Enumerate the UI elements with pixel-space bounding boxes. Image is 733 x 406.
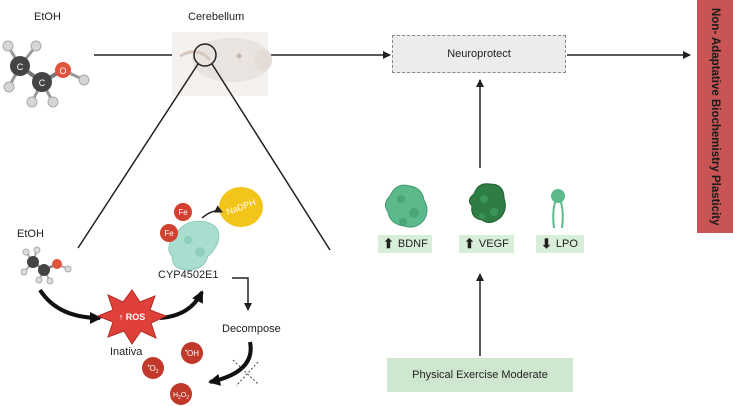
etoh-label-small: EtOH	[17, 228, 44, 240]
h2o2-o: O	[181, 392, 187, 399]
hydrogen-peroxide	[170, 383, 192, 405]
lpo-down-arrow-icon: ⬇	[541, 236, 552, 251]
blocked-mark-a	[232, 359, 259, 385]
rat-illustration	[172, 32, 272, 96]
arrow-ros-to-cyp	[159, 290, 204, 320]
ros-label: ↑ ROS	[119, 312, 146, 322]
fe-label-2: Fe	[164, 229, 174, 238]
neuroprotect-box: Neuroprotect	[392, 35, 566, 73]
arrow-etoh-to-ros	[38, 288, 102, 324]
bdnf-tag: ⬆ BDNF	[378, 235, 432, 253]
h2o2-label: H2O2	[173, 392, 189, 401]
ros-text: ROS	[126, 312, 146, 322]
ethanol-molecule-large	[2, 40, 90, 108]
arrow-cyp-to-nadph	[201, 205, 223, 219]
vegf-up-arrow-icon: ⬆	[464, 236, 475, 251]
atom-o-label: O	[59, 66, 66, 76]
fe-atom-2	[160, 224, 178, 242]
superoxide-sub: 2	[156, 369, 159, 375]
h2o2-h: H	[173, 392, 178, 399]
lpo-tag: ⬇ LPO	[536, 235, 584, 253]
zoom-line-right	[211, 63, 331, 251]
cyp-label: CYP4502E1	[158, 269, 219, 281]
superoxide-radical	[142, 357, 164, 379]
vegf-label: VEGF	[478, 238, 509, 250]
arrow-cyp-to-decompose	[232, 277, 252, 311]
vegf-tag: ⬆ VEGF	[459, 235, 514, 253]
ethanol-molecule-small	[20, 246, 72, 285]
fe-label-1: Fe	[178, 208, 188, 217]
ros-burst	[96, 289, 168, 345]
plasticity-banner: Non- Adaptative Biochemistry Plasticity	[697, 0, 733, 233]
nadph-molecule	[219, 187, 263, 227]
hydroxyl-label: •OH	[185, 349, 199, 358]
atom-c2-label: C	[39, 78, 46, 88]
plasticity-banner-text: Non- Adaptative Biochemistry Plasticity	[709, 7, 721, 226]
arrow-decompose-to-h2o2	[208, 341, 253, 386]
hydroxyl-radical	[181, 342, 203, 364]
inativa-label: Inativa	[110, 346, 143, 358]
exercise-box: Physical Exercise Moderate	[387, 358, 573, 392]
ros-up-arrow-icon: ↑	[119, 312, 126, 322]
lpo-lipid-icon	[551, 189, 565, 229]
etoh-label-top: EtOH	[34, 11, 61, 23]
blocked-mark-b	[235, 361, 259, 387]
atom-c1-label: C	[17, 62, 24, 72]
h2o2-sub1: 2	[178, 395, 181, 401]
decompose-label: Decompose	[222, 323, 281, 335]
bdnf-label: BDNF	[397, 238, 428, 250]
zoom-line-left	[77, 63, 199, 249]
cerebellum-label: Cerebellum	[188, 11, 245, 23]
cyp-enzyme	[168, 220, 220, 271]
bdnf-protein-icon	[384, 184, 428, 228]
vegf-protein-icon	[468, 183, 506, 224]
lpo-label: LPO	[555, 238, 578, 250]
fe-atom-1	[174, 203, 192, 221]
h2o2-sub2: 2	[186, 395, 189, 401]
superoxide-label: •O2	[147, 364, 158, 375]
hydroxyl-text: OH	[187, 349, 199, 358]
superoxide-text: O	[150, 364, 156, 373]
bdnf-up-arrow-icon: ⬆	[383, 236, 394, 251]
